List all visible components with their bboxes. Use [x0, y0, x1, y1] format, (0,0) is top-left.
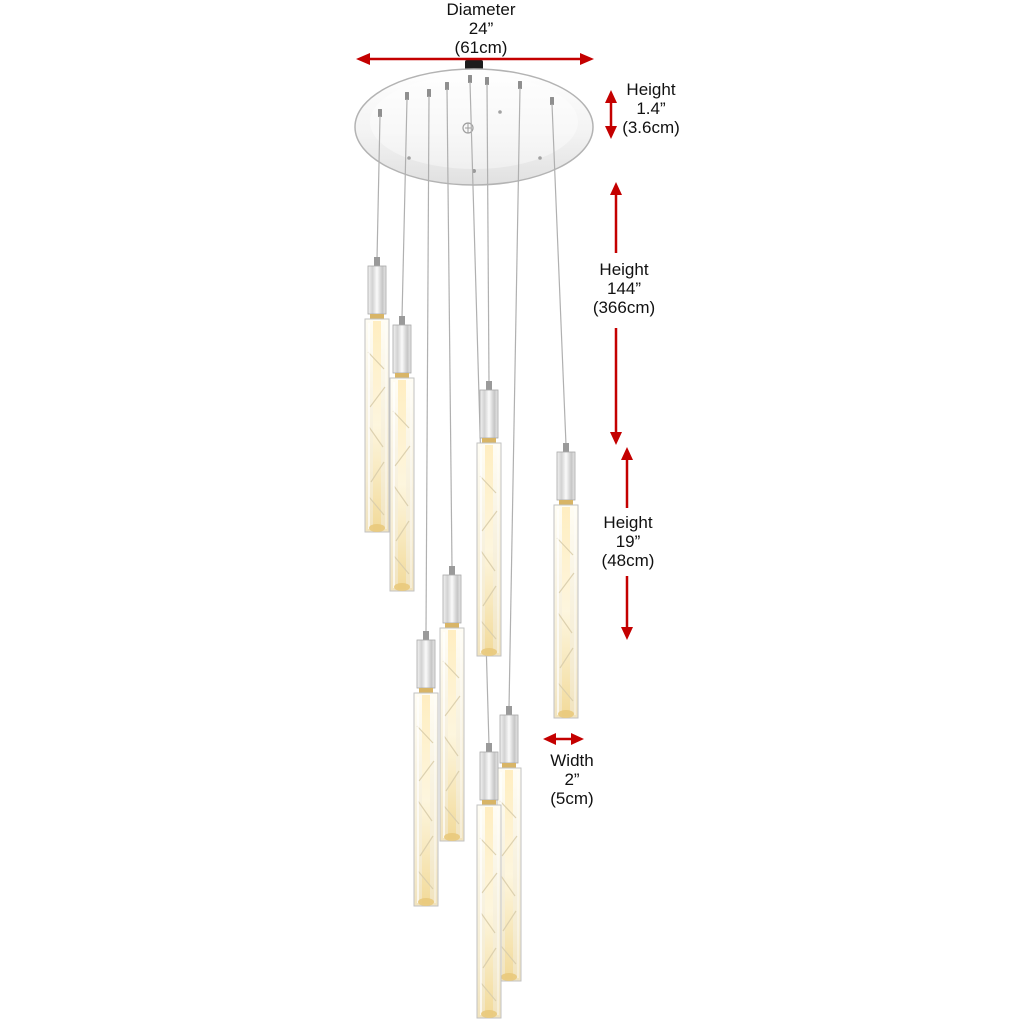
drop-height-name: Height — [599, 260, 649, 279]
pendant — [439, 565, 465, 842]
diameter-imperial: 24” — [468, 19, 494, 38]
pendant-width-metric: (5cm) — [550, 789, 594, 808]
drop-height-arrow — [610, 182, 622, 445]
pendant-width-arrow — [543, 733, 584, 745]
pendant-width-imperial: 2” — [564, 770, 580, 789]
canopy-height-name: Height — [626, 80, 676, 99]
canopy-height-dimension-label: Height 1.4” (3.6cm) — [608, 80, 694, 137]
canopy-screw — [407, 156, 411, 160]
pendant-width-dimension-label: Width 2” (5cm) — [527, 751, 617, 808]
diameter-dimension-label: Diameter 24” (61cm) — [391, 0, 571, 57]
pendant — [364, 256, 390, 533]
diameter-name: Diameter — [446, 0, 516, 19]
canopy-height-arrow — [605, 90, 617, 139]
pendant-height-arrow — [621, 447, 633, 640]
canopy-plate — [354, 68, 594, 186]
pendant — [389, 315, 415, 592]
pendant — [476, 380, 502, 657]
pendant-height-metric: (48cm) — [601, 551, 655, 570]
canopy-sheen — [370, 75, 578, 169]
pendant — [476, 742, 502, 1019]
cable-pins — [378, 75, 554, 117]
drop-height-imperial: 144” — [606, 279, 642, 298]
canopy-screw — [498, 110, 502, 114]
diameter-arrow — [356, 53, 594, 65]
canopy-screw — [538, 156, 542, 160]
pendant — [553, 442, 579, 719]
pendant-width-name: Width — [550, 751, 594, 770]
brand-emblem — [462, 122, 474, 134]
suspension-cables — [376, 81, 567, 746]
pendant — [413, 630, 439, 907]
canopy-height-metric: (3.6cm) — [622, 118, 680, 137]
drop-height-metric: (366cm) — [592, 298, 656, 317]
pendant-height-imperial: 19” — [615, 532, 641, 551]
pendant-height-name: Height — [603, 513, 653, 532]
diameter-metric: (61cm) — [454, 38, 508, 57]
pendant-height-dimension-label: Height 19” (48cm) — [573, 513, 683, 570]
dimension-arrows — [356, 53, 633, 745]
canopy-height-imperial: 1.4” — [636, 99, 666, 118]
drop-height-dimension-label: Height 144” (366cm) — [569, 260, 679, 317]
